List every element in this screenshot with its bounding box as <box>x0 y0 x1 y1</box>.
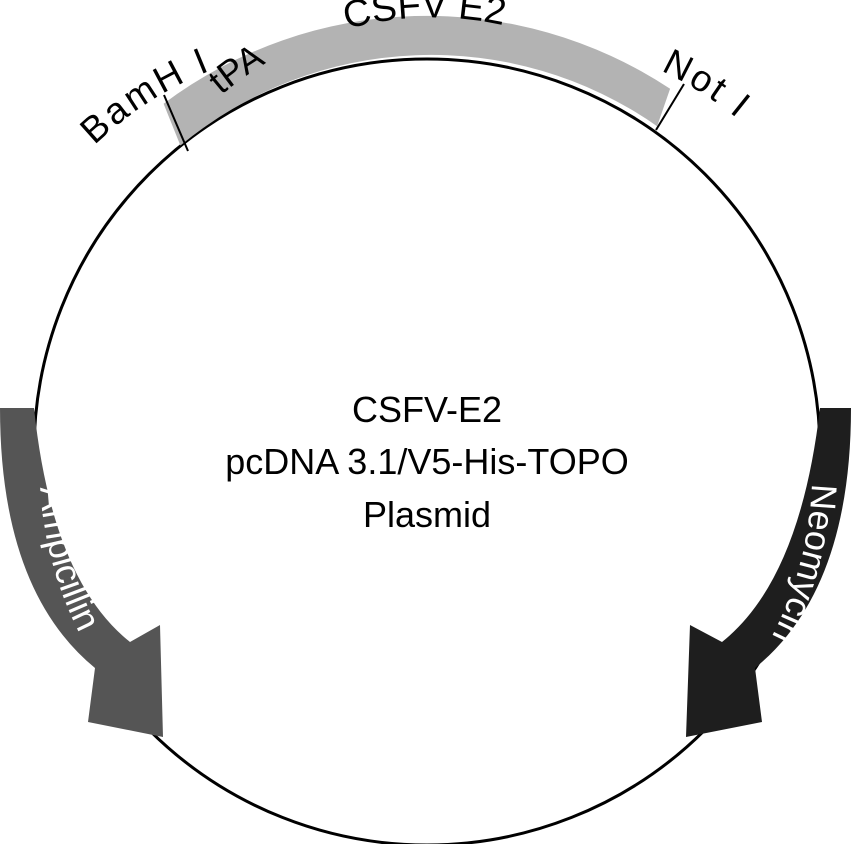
neomycin-label-text: Neomycin <box>764 483 845 652</box>
notl-site-tick <box>655 83 685 131</box>
plasmid-title-line2: pcDNA 3.1/V5-His-TOPO <box>225 441 628 482</box>
plasmid-title-line3: Plasmid <box>363 494 491 535</box>
notl-label-text: Not I <box>657 41 757 126</box>
notl-label: Not I <box>657 41 760 126</box>
insert-band <box>163 15 671 146</box>
neomycin-label: Neomycin <box>764 483 845 652</box>
ampicillin-arrow <box>0 408 163 737</box>
ampicillin-label-text: Ampicillin <box>32 485 109 637</box>
bamh1-site-tick <box>163 94 189 152</box>
plasmid-title-line1: CSFV-E2 <box>352 389 502 430</box>
ampicillin-label: Ampicillin <box>32 485 109 637</box>
neomycin-arrow <box>686 408 851 737</box>
